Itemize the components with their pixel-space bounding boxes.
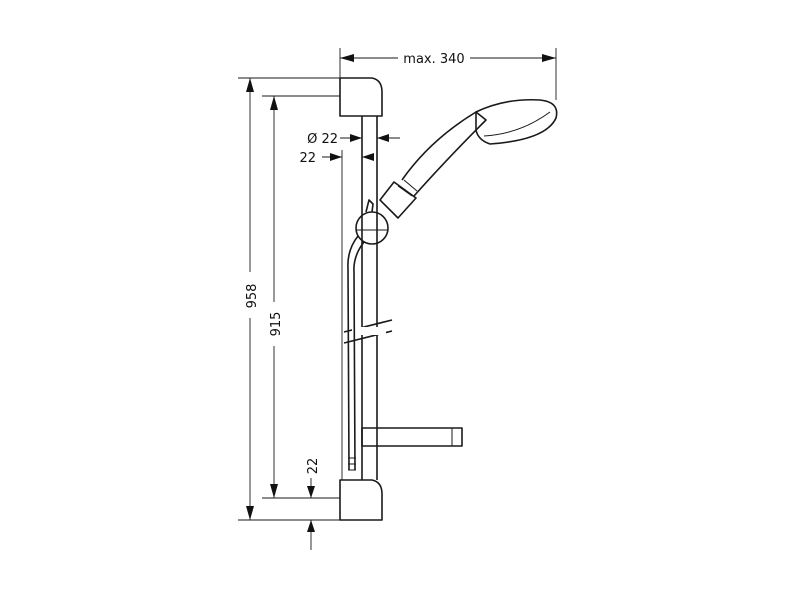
shower-rail [361,116,378,480]
break-symbol [343,319,393,344]
slider [355,199,389,245]
shower-hose [347,235,365,471]
dimension-total-height: 958 [245,284,260,309]
soap-shelf [361,427,463,447]
dimension-lines: max. 340 Ø 22 22 958 915 [238,48,557,550]
hand-shower-head [475,98,558,145]
hand-shower [379,98,558,219]
slider-knob [365,199,374,213]
hose-connector [348,457,356,471]
hand-shower-handle [401,111,487,197]
dimension-bottom-offset: 22 [306,458,321,475]
dimension-diameter: Ø 22 [307,132,338,147]
hand-shower-holder [379,181,417,219]
dimension-rail-offset: 22 [299,151,316,166]
dimension-max-reach: max. 340 [403,52,464,67]
shower-rail-set [339,77,558,521]
bottom-wall-bracket [339,479,383,521]
dimension-rail-height: 915 [269,312,284,337]
top-wall-bracket [339,77,383,117]
